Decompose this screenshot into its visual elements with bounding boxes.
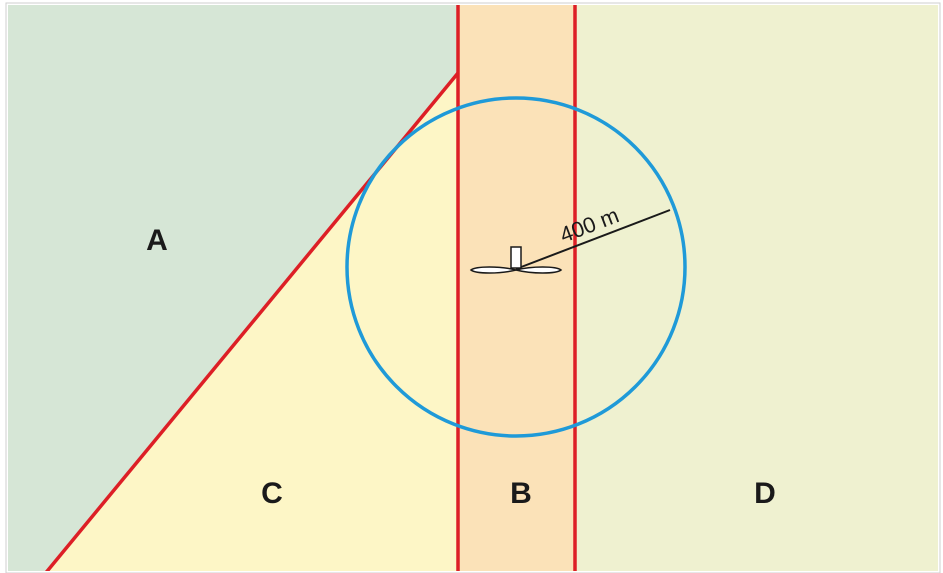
region-d-area: [575, 5, 938, 571]
region-a-label: A: [146, 224, 168, 257]
region-d-label: D: [754, 477, 776, 510]
radius-line: [515, 209, 671, 270]
region-b-label: B: [510, 477, 532, 510]
radius-circle: [345, 96, 687, 438]
region-a-area: [8, 5, 458, 571]
wind-turbine-icon: [469, 246, 563, 274]
region-c-label: C: [261, 477, 283, 510]
